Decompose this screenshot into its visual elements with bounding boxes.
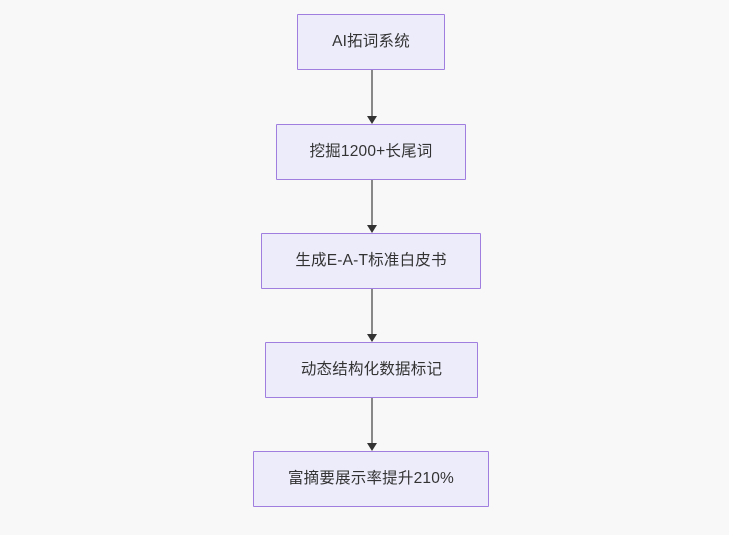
flow-node-generate-eat-whitepaper[interactable]: 生成E-A-T标准白皮书 bbox=[261, 233, 481, 289]
flow-node-ai-keyword-system[interactable]: AI拓词系统 bbox=[297, 14, 445, 70]
flow-node-label: 动态结构化数据标记 bbox=[300, 360, 443, 378]
connector-line bbox=[371, 398, 373, 444]
connector-line bbox=[371, 289, 373, 335]
flow-node-dynamic-structured-data[interactable]: 动态结构化数据标记 bbox=[265, 342, 478, 398]
flow-node-label: AI拓词系统 bbox=[332, 32, 410, 50]
connector-line bbox=[371, 180, 373, 226]
connector-line bbox=[371, 70, 373, 117]
flow-node-mine-longtail-keywords[interactable]: 挖掘1200+长尾词 bbox=[276, 124, 466, 180]
arrowhead-icon bbox=[366, 116, 377, 124]
flow-node-rich-snippet-uplift[interactable]: 富摘要展示率提升210% bbox=[253, 451, 489, 507]
flow-node-label: 生成E-A-T标准白皮书 bbox=[295, 251, 447, 269]
arrowhead-icon bbox=[366, 443, 377, 451]
flow-node-label: 挖掘1200+长尾词 bbox=[309, 142, 433, 160]
flow-node-label: 富摘要展示率提升210% bbox=[287, 469, 455, 487]
arrowhead-icon bbox=[366, 225, 377, 233]
arrowhead-icon bbox=[366, 334, 377, 342]
